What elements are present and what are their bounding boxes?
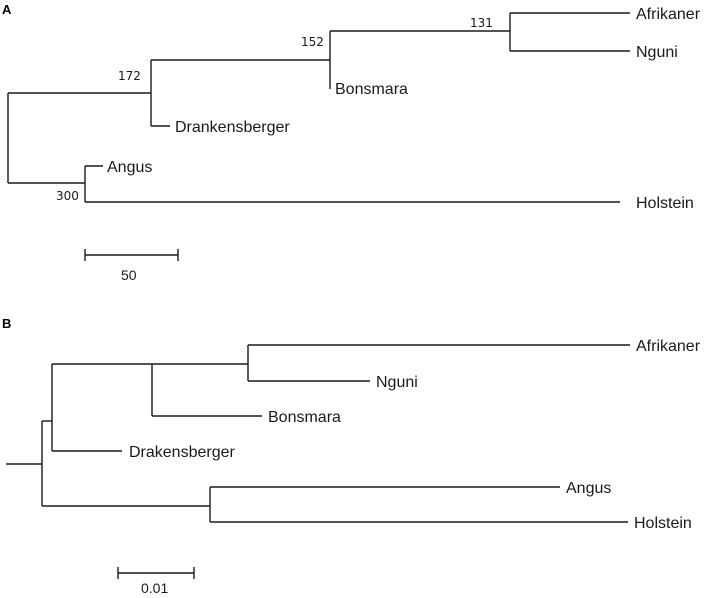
panel-a-branches [7,12,630,203]
taxon-label-drakensberger-b: Drakensberger [129,444,236,461]
panel-a-taxa: Afrikaner Nguni Bonsmara Drankensberger … [107,6,701,212]
panel-b-scale-bar: 0.01 [117,567,195,596]
taxon-label-holstein: Holstein [636,195,694,212]
panel-a: A Afrikaner Nguni Bonsmar [2,2,701,283]
scale-bar-a-label: 50 [121,267,137,283]
taxon-label-bonsmara-b: Bonsmara [268,409,341,426]
taxon-label-drakensberger: Drankensberger [175,119,290,136]
support-value-152: 152 [301,35,324,49]
taxon-label-holstein-b: Holstein [634,515,692,532]
taxon-label-angus-b: Angus [566,480,611,497]
support-value-172: 172 [118,69,141,83]
panel-b: B Afrikaner Nguni Bonsmara [2,316,701,596]
support-value-300: 300 [56,189,79,203]
panel-a-support-values: 131 152 172 300 [56,16,493,203]
taxon-label-bonsmara: Bonsmara [335,81,408,98]
panel-a-label: A [2,2,12,17]
taxon-label-afrikaner: Afrikaner [636,6,701,23]
taxon-label-nguni-b: Nguni [376,374,418,391]
panel-b-branches [6,344,630,523]
taxon-label-angus: Angus [107,159,152,176]
panel-b-taxa: Afrikaner Nguni Bonsmara Drakensberger A… [129,338,701,532]
taxon-label-nguni: Nguni [636,44,678,61]
taxon-label-afrikaner-b: Afrikaner [636,338,701,355]
panel-b-label: B [2,316,11,331]
scale-bar-b-label: 0.01 [141,580,168,596]
support-value-131: 131 [470,16,493,30]
panel-a-scale-bar: 50 [84,249,179,283]
